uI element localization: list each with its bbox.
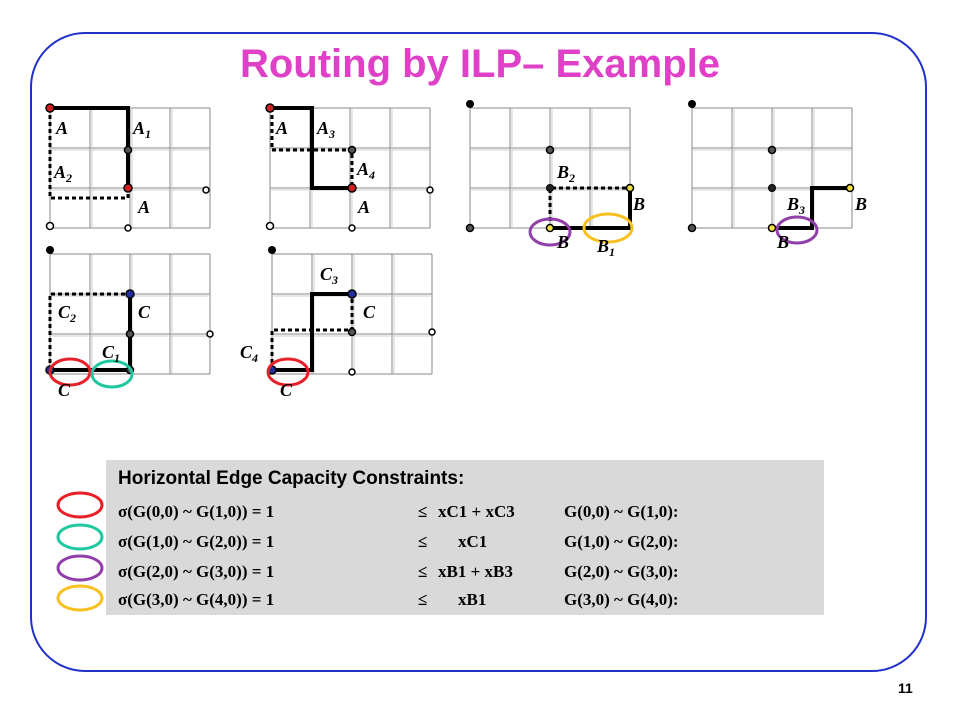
- label-b3: B3: [786, 194, 805, 217]
- label-c1: C1: [102, 342, 120, 365]
- label-c2: C2: [58, 302, 76, 325]
- constraint-rhs: xC1 + xC3: [438, 502, 515, 521]
- constraint-lhs: σ(G(3,0) ~ G(4,0)) = 1: [118, 590, 275, 609]
- constraint-lhs: σ(G(1,0) ~ G(2,0)) = 1: [118, 532, 275, 551]
- label-a3: A3: [316, 118, 335, 141]
- grid-b1: [465, 100, 635, 247]
- constraint-row: σ(G(0,0) ~ G(1,0)) = 1 ≤ xC1 + xC3 G(0,0…: [118, 502, 818, 524]
- constraint-rhs: xB1: [458, 590, 487, 609]
- label-a-bottom: A: [137, 197, 150, 217]
- constraint-relation: ≤: [418, 502, 428, 521]
- constraint-lhs: σ(G(2,0) ~ G(3,0)) = 1: [118, 562, 275, 581]
- constraint-edge: G(2,0) ~ G(3,0):: [564, 562, 679, 581]
- grid-a1: [45, 103, 211, 232]
- label-a1: A1: [132, 118, 151, 141]
- label-a-bottom: A: [357, 197, 370, 217]
- label-c4: C4: [240, 342, 258, 365]
- constraint-lhs: σ(G(0,0) ~ G(1,0)) = 1: [118, 502, 275, 521]
- label-a4: A4: [356, 159, 375, 182]
- label-c-bottom: C: [58, 380, 71, 400]
- legend-oval-red: [56, 491, 104, 519]
- label-b: B: [854, 194, 867, 214]
- legend-oval-purple: [56, 554, 104, 582]
- legend-oval-teal: [56, 523, 104, 551]
- constraint-row: σ(G(2,0) ~ G(3,0)) = 1 ≤ xB1 + xB3 G(2,0…: [118, 562, 818, 584]
- constraint-row: σ(G(3,0) ~ G(4,0)) = 1 ≤ xB1 G(3,0) ~ G(…: [118, 590, 818, 612]
- constraint-edge: G(0,0) ~ G(1,0):: [564, 502, 679, 521]
- constraint-relation: ≤: [418, 532, 428, 551]
- label-c: C: [138, 302, 151, 322]
- slide-frame: [30, 32, 927, 672]
- label-b1: B1: [596, 236, 615, 259]
- slide-title: Routing by ILP– Example: [239, 42, 721, 86]
- label-c-bottom: C: [280, 380, 293, 400]
- grid-b2: [687, 100, 855, 245]
- label-b2: B2: [556, 162, 575, 185]
- label-a: A: [275, 118, 288, 138]
- constraint-rhs: xB1 + xB3: [438, 562, 513, 581]
- constraint-relation: ≤: [418, 590, 428, 609]
- grid-c2: [266, 246, 436, 387]
- label-c: C: [363, 302, 376, 322]
- legend-oval-yellow: [56, 584, 104, 612]
- grid-c1: [45, 246, 214, 389]
- label-a2: A2: [53, 162, 72, 185]
- constraint-row: σ(G(1,0) ~ G(2,0)) = 1 ≤ xC1 G(1,0) ~ G(…: [118, 532, 818, 554]
- constraint-relation: ≤: [418, 562, 428, 581]
- label-b-bottom: B: [776, 232, 789, 252]
- constraint-edge: G(3,0) ~ G(4,0):: [564, 590, 679, 609]
- constraints-heading: Horizontal Edge Capacity Constraints:: [118, 468, 465, 489]
- constraint-rhs: xC1: [458, 532, 488, 551]
- label-c3: C3: [320, 264, 338, 287]
- label-a: A: [55, 118, 68, 138]
- constraints-box: Horizontal Edge Capacity Constraints: σ(…: [106, 460, 824, 615]
- label-b: B: [632, 194, 645, 214]
- grid-a2: [265, 103, 434, 232]
- constraint-edge: G(1,0) ~ G(2,0):: [564, 532, 679, 551]
- page-number: 11: [898, 680, 913, 696]
- label-b-bottom: B: [556, 232, 569, 252]
